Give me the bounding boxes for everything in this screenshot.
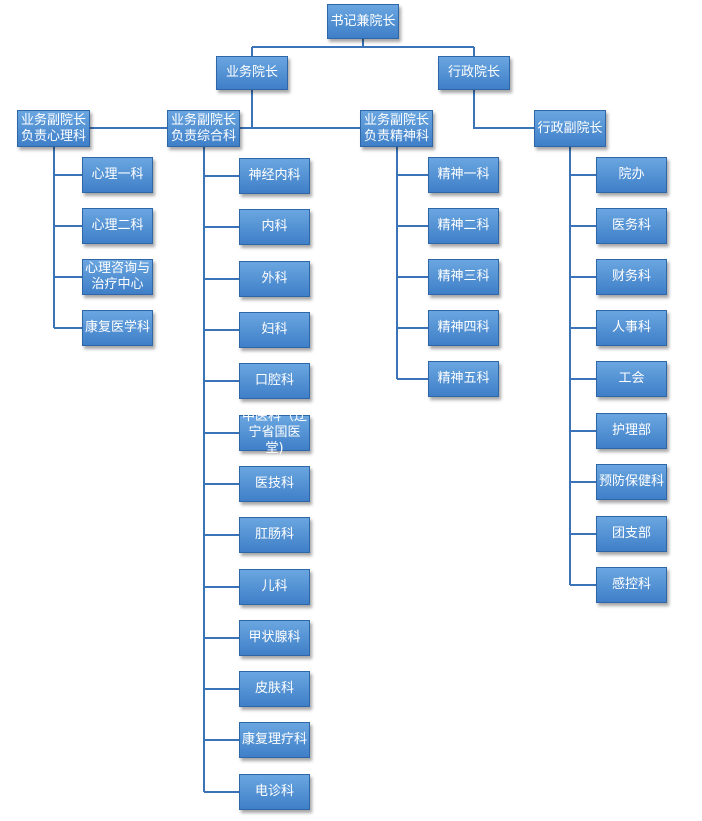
dept-stomatology: 口腔科 [239,363,310,399]
dept-infection-control: 感控科 [596,567,667,603]
dept-medical-tech: 医技科 [239,466,310,502]
connector-admin [473,90,534,129]
dept-pediatrics: 儿科 [239,569,310,605]
dept-union: 工会 [596,361,667,397]
node-vp-psychology: 业务副院长 负责心理科 [17,110,90,147]
dept-hospital-office: 院办 [596,157,667,193]
dept-psych-2: 心理二科 [82,208,153,244]
dept-nursing: 护理部 [596,413,667,449]
dept-gynecology: 妇科 [239,312,310,348]
connector-root [251,39,475,56]
dept-mental-2: 精神二科 [428,208,499,244]
dept-finance: 财务科 [596,259,667,295]
connector-mental [396,147,428,380]
dept-youth-league: 团支部 [596,516,667,552]
connector-general [203,147,239,793]
connector-psych [53,147,82,329]
dept-mental-5: 精神五科 [428,361,499,397]
node-admin-president: 行政院长 [438,56,510,90]
dept-mental-1: 精神一科 [428,157,499,193]
dept-medical-affairs: 医务科 [596,208,667,244]
node-vp-general: 业务副院长 负责综合科 [167,110,240,147]
dept-hr: 人事科 [596,310,667,346]
dept-mental-4: 精神四科 [428,310,499,346]
dept-mental-3: 精神三科 [428,259,499,295]
dept-rehab-physio: 康复理疗科 [239,722,310,758]
dept-psych-1: 心理一科 [82,157,153,193]
dept-tcm: 中医科（辽 宁省国医堂) [239,409,310,456]
dept-internal: 内科 [239,209,310,245]
dept-electro-diagnosis: 电诊科 [239,774,310,810]
dept-surgery: 外科 [239,261,310,297]
dept-rehab-medicine: 康复医学科 [82,310,153,346]
node-vp-admin: 行政副院长 [534,110,606,147]
dept-psych-counseling: 心理咨询与 治疗中心 [82,259,153,295]
node-vp-psychiatry: 业务副院长 负责精神科 [360,110,433,147]
dept-preventive-care: 预防保健科 [596,464,667,500]
dept-neurology: 神经内科 [239,158,310,194]
dept-thyroid: 甲状腺科 [239,620,310,656]
connector-admin-depts [569,147,596,586]
dept-anorectal: 肛肠科 [239,517,310,553]
node-secretary-president: 书记兼院长 [327,4,399,39]
node-business-president: 业务院长 [216,56,288,90]
dept-dermatology: 皮肤科 [239,671,310,707]
